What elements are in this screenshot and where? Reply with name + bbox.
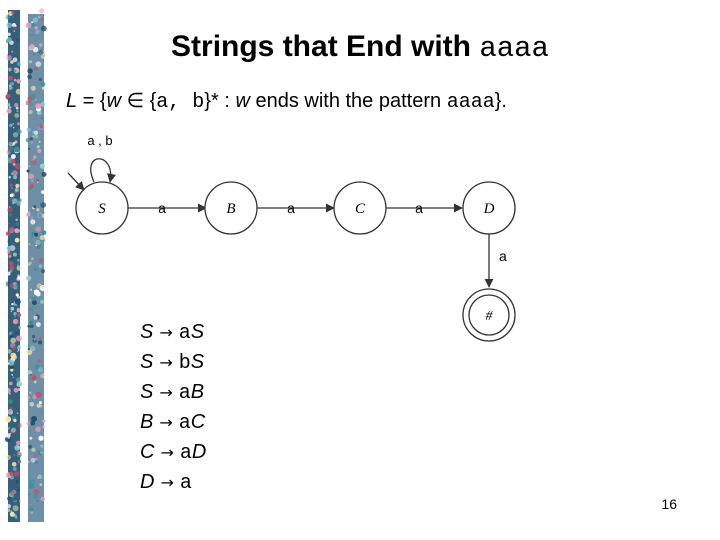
state-final-label: # xyxy=(486,309,494,324)
state-b-label: B xyxy=(226,201,235,217)
edge-b-c-label: a xyxy=(287,200,295,216)
state-d: D xyxy=(463,182,515,234)
page-number: 16 xyxy=(661,496,677,512)
state-c-label: C xyxy=(355,201,366,217)
state-s-label: S xyxy=(98,201,106,217)
rule-5: C→aD xyxy=(140,438,206,468)
rule-3: S→aB xyxy=(140,378,206,408)
rule-2: S→bS xyxy=(140,348,206,378)
edge-c-d-label: a xyxy=(415,200,423,216)
rule-1: S→aS xyxy=(140,318,206,348)
grammar-rules: S→aS S→bS S→aB B→aC C→aD D→a xyxy=(140,318,206,498)
state-c: C xyxy=(334,182,386,234)
edge-d-final-label: a xyxy=(499,248,507,264)
self-loop-label: a , b xyxy=(87,133,112,148)
start-arrow xyxy=(68,173,84,190)
fsm-diagram: a , b a a a a S B C D # xyxy=(60,125,530,345)
state-b: B xyxy=(205,182,257,234)
state-s: S xyxy=(76,182,128,234)
edge-s-b-label: a xyxy=(158,200,166,216)
rule-6: D→a xyxy=(140,468,206,498)
state-final: # xyxy=(463,289,515,341)
language-definition: L = {w ∈ {a, b}* : w ends with the patte… xyxy=(66,88,507,114)
self-loop-edge xyxy=(91,159,111,182)
rule-4: B→aC xyxy=(140,408,206,438)
slide-title: Strings that End with aaaa xyxy=(0,30,720,65)
decorative-side-strip xyxy=(0,0,48,540)
state-d-label: D xyxy=(483,201,495,217)
